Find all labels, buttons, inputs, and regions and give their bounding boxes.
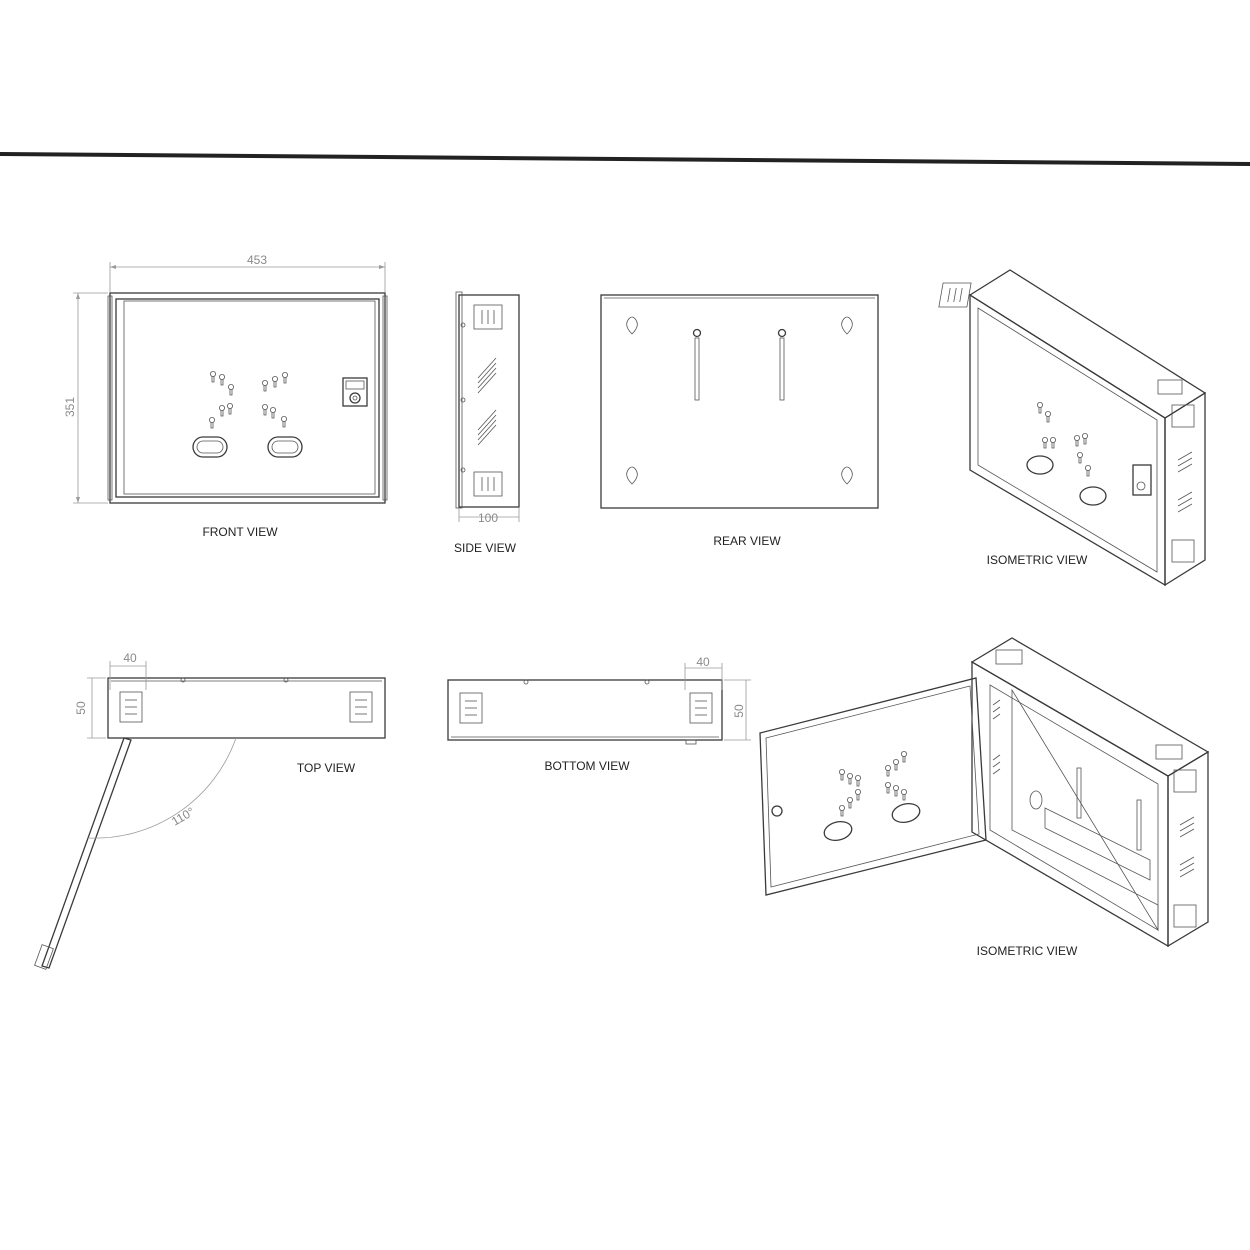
side-view-label: SIDE VIEW xyxy=(454,541,517,555)
bottom-tab-depth-dimension: 50 xyxy=(732,704,746,718)
bottom-view-label: BOTTOM VIEW xyxy=(544,759,630,773)
header-rule xyxy=(0,152,1250,166)
top-view-label: TOP VIEW xyxy=(297,761,356,775)
top-tab-width-dimension: 40 xyxy=(123,651,137,665)
bottom-tab-width-dimension: 40 xyxy=(696,655,710,669)
side-depth-dimension: 100 xyxy=(478,511,498,525)
side-view: 100 SIDE VIEW xyxy=(454,291,520,555)
front-view: 453 351 FRONT VIEW xyxy=(63,253,388,539)
isometric-view-closed-label: ISOMETRIC VIEW xyxy=(987,553,1088,567)
isometric-view-closed: ISOMETRIC VIEW xyxy=(938,269,1207,587)
front-view-label: FRONT VIEW xyxy=(202,525,278,539)
front-width-dimension: 453 xyxy=(247,253,267,267)
top-view: 110° 40 50 TOP VIEW xyxy=(34,651,386,970)
bottom-view: 40 50 BOTTOM VIEW xyxy=(447,655,751,773)
top-tab-depth-dimension: 50 xyxy=(74,701,88,715)
front-height-dimension: 351 xyxy=(63,397,77,417)
rear-view: REAR VIEW xyxy=(600,294,879,548)
isometric-view-open-label: ISOMETRIC VIEW xyxy=(977,944,1078,958)
door-angle-dimension: 110° xyxy=(169,804,197,828)
lock-icon xyxy=(342,377,368,407)
isometric-view-open: ISOMETRIC VIEW xyxy=(759,637,1210,958)
rear-view-label: REAR VIEW xyxy=(713,534,781,548)
